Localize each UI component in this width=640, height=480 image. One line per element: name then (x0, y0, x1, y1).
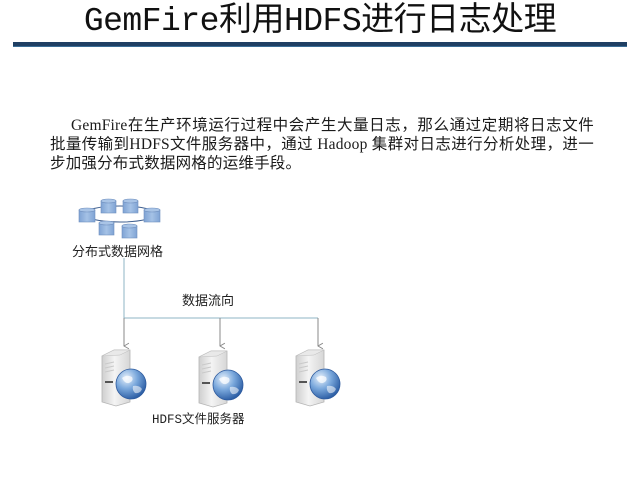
cylinder-icon (143, 207, 161, 223)
web-server-icon (295, 349, 341, 407)
flow-connectors (124, 258, 318, 346)
data-grid-label: 分布式数据网格 (72, 245, 164, 260)
description-paragraph: GemFire在生产环境运行过程中会产生大量日志，那么通过定期将日志文件批量传输… (50, 117, 594, 172)
cylinder-icon (100, 198, 117, 214)
cylinder-icon (78, 207, 96, 223)
data-flow-label: 数据流向 (182, 294, 235, 309)
web-server-icon (101, 349, 147, 407)
cylinder-icon (122, 198, 139, 214)
web-server-icon (198, 350, 244, 408)
cylinder-icon (121, 223, 138, 239)
database-cluster-icon (78, 198, 161, 239)
cylinder-icon (98, 220, 115, 236)
title-divider (13, 42, 627, 47)
slide-title: GemFire利用HDFS进行日志处理 (83, 3, 557, 40)
hdfs-server-label: HDFS文件服务器 (152, 413, 245, 427)
